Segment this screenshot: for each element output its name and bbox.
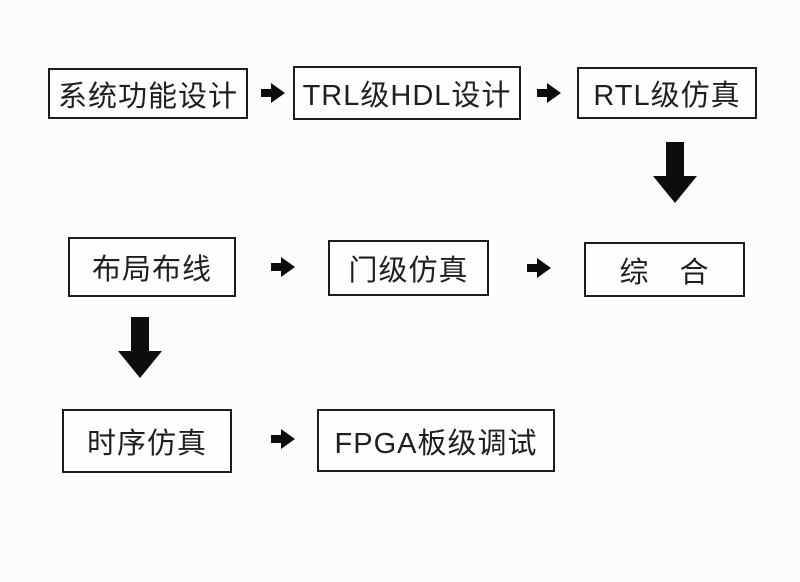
node-synthesis: 综 合	[584, 242, 745, 297]
arrow-right-icon	[526, 256, 552, 280]
node-rtl-simulation: RTL级仿真	[577, 67, 757, 119]
arrow-right-icon	[270, 255, 296, 279]
arrow-right-icon	[536, 81, 562, 105]
node-fpga-board-debug: FPGA板级调试	[317, 409, 555, 472]
node-gate-level-simulation: 门级仿真	[328, 240, 489, 296]
arrow-down-icon	[652, 142, 698, 204]
node-timing-simulation: 时序仿真	[62, 409, 232, 473]
arrow-right-icon	[260, 81, 286, 105]
node-system-function-design: 系统功能设计	[48, 68, 248, 119]
arrow-down-icon	[117, 317, 163, 379]
node-trl-hdl-design: TRL级HDL设计	[293, 66, 521, 120]
node-place-and-route: 布局布线	[68, 237, 236, 297]
arrow-right-icon	[270, 427, 296, 451]
